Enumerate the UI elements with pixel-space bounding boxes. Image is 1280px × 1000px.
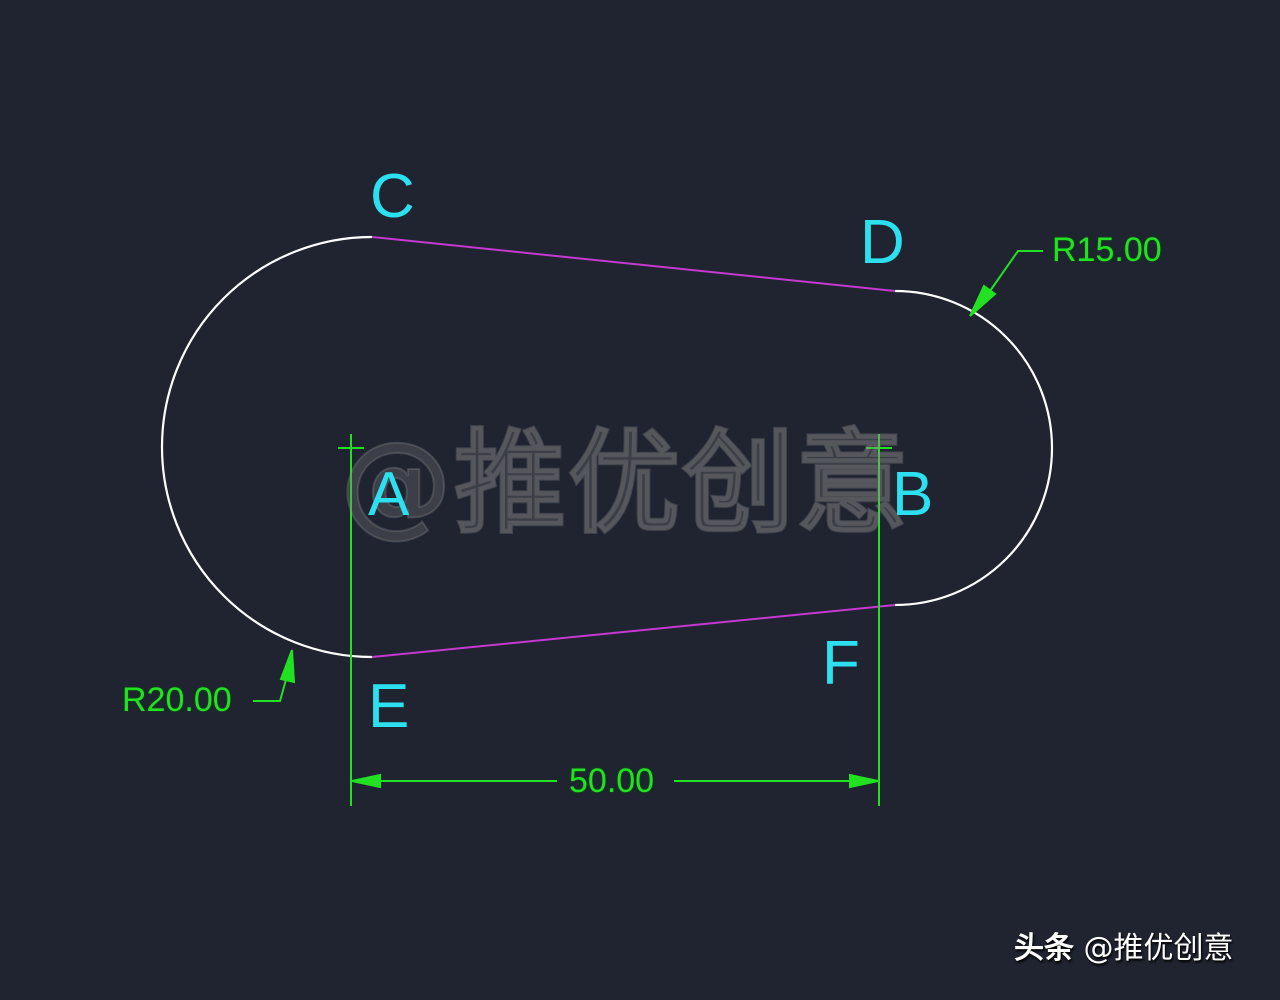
distance-label-50: 50.00 bbox=[569, 762, 655, 800]
point-label-f: F bbox=[822, 629, 860, 698]
radius-label-r15: R15.00 bbox=[1052, 231, 1162, 269]
watermark-brand: 头条 bbox=[1014, 931, 1074, 966]
point-label-c: C bbox=[370, 162, 415, 231]
tangent-line-ef bbox=[371, 604, 896, 658]
center-mark-b bbox=[866, 434, 892, 806]
right-arc-r15 bbox=[894, 289, 1054, 607]
point-label-b: B bbox=[892, 460, 934, 529]
leader-r20 bbox=[253, 649, 296, 702]
watermark-center: @推优创意 bbox=[339, 419, 910, 549]
watermark-corner: 头条 @推优创意 bbox=[1014, 934, 1234, 964]
dimension-line-50 bbox=[351, 773, 879, 789]
left-arc-r20 bbox=[160, 235, 373, 659]
point-label-d: D bbox=[860, 208, 905, 277]
point-label-e: E bbox=[368, 672, 410, 741]
point-label-a: A bbox=[368, 460, 410, 529]
tangent-line-cd bbox=[371, 236, 896, 292]
watermark-handle: @推优创意 bbox=[1083, 931, 1234, 966]
radius-label-r20: R20.00 bbox=[122, 681, 232, 719]
leader-r15 bbox=[969, 250, 1043, 317]
center-mark-a bbox=[338, 434, 364, 806]
